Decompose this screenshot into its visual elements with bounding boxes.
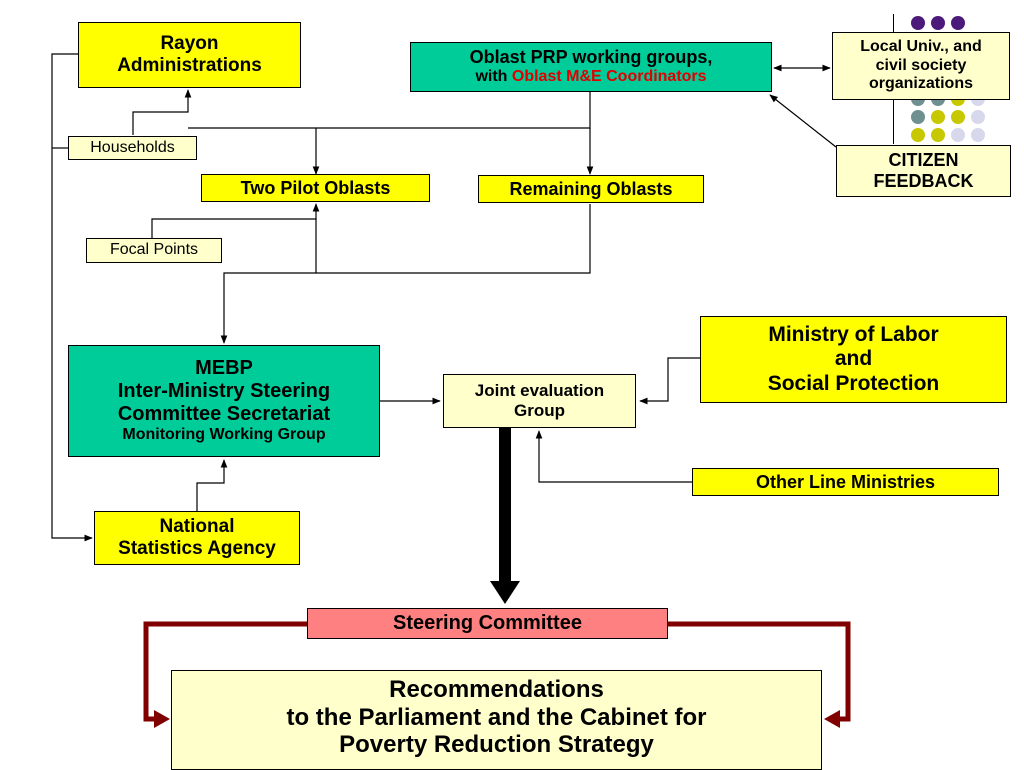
- citizen-feedback-line2: FEEDBACK: [873, 171, 974, 191]
- ministry-labor-line2: and: [834, 347, 873, 371]
- statistics-to-mebp-connector: [196, 459, 228, 511]
- rayon-to-statistics-connector: [51, 53, 93, 542]
- national-stats-line1: National: [159, 516, 235, 538]
- households-to-rayon-connector: [132, 89, 192, 135]
- decorative-dot: [911, 128, 925, 142]
- local-univ-line1: Local Univ., and: [860, 38, 982, 56]
- national-stats-line2: Statistics Agency: [118, 538, 276, 559]
- decorative-dot: [971, 110, 985, 124]
- households-label: Households: [90, 138, 175, 156]
- ministry-labor-line3: Social Protection: [767, 371, 940, 395]
- ministry-labor-line1: Ministry of Labor: [768, 323, 939, 347]
- recommendations-box: Recommendations to the Parliament and th…: [171, 670, 822, 770]
- mebp-line1: MEBP: [195, 357, 253, 380]
- steering-right-loop: [668, 621, 851, 722]
- decorative-dot: [931, 128, 945, 142]
- remaining-label: Remaining Oblasts: [509, 178, 673, 199]
- focal-points-box: Focal Points: [86, 238, 222, 263]
- oblast-prp-line1: Oblast PRP working groups,: [469, 47, 713, 68]
- decorative-dot: [911, 110, 925, 124]
- mebp-line3: Committee Secretariat: [117, 403, 331, 426]
- oblast-prp-with: with: [475, 68, 512, 86]
- oblast-to-rayon-connector: [188, 92, 591, 129]
- national-statistics-box: National Statistics Agency: [94, 511, 300, 565]
- oblast-prp-line2: with Oblast M&E Coordinators: [475, 68, 706, 86]
- focal-points-connector: [151, 203, 320, 238]
- decorative-dot: [951, 16, 965, 30]
- other-line-to-joint-connector: [535, 430, 692, 483]
- citizen-feedback-box: CITIZEN FEEDBACK: [836, 145, 1011, 197]
- households-box: Households: [68, 136, 197, 160]
- other-line-label: Other Line Ministries: [755, 471, 936, 492]
- oblasts-to-mebp-connector: [220, 272, 316, 344]
- focal-points-label: Focal Points: [109, 241, 199, 259]
- local-univ-line3: organizations: [868, 75, 973, 93]
- joint-eval-line2: Group: [514, 401, 565, 420]
- remaining-to-mebp-connector: [315, 204, 591, 274]
- two-pilot-oblasts-box: Two Pilot Oblasts: [201, 174, 430, 202]
- rayon-line1: Rayon: [160, 33, 219, 55]
- mebp-line4: Monitoring Working Group: [122, 426, 326, 444]
- other-line-ministries-box: Other Line Ministries: [692, 468, 999, 496]
- joint-eval-line1: Joint evaluation: [474, 381, 605, 401]
- joint-to-steering-arrow: [490, 427, 520, 604]
- joint-evaluation-box: Joint evaluation Group: [443, 374, 636, 428]
- citizen-feedback-connector: [769, 94, 837, 148]
- decorative-dot: [951, 128, 965, 142]
- recommendations-line1: Recommendations: [389, 676, 604, 703]
- recommendations-line3: Poverty Reduction Strategy: [339, 731, 654, 759]
- rayon-line2: Administrations: [117, 55, 262, 76]
- oblast-me-coordinators: Oblast M&E Coordinators: [511, 68, 707, 86]
- decorative-dot: [971, 128, 985, 142]
- oblast-prp-box: Oblast PRP working groups, with Oblast M…: [410, 42, 772, 92]
- labor-to-joint-connector: [639, 357, 700, 405]
- ministry-labor-box: Ministry of Labor and Social Protection: [700, 316, 1007, 403]
- local-univ-line2: civil society: [875, 56, 967, 74]
- local-univ-box: Local Univ., and civil society organizat…: [832, 32, 1010, 100]
- two-pilot-label: Two Pilot Oblasts: [240, 177, 391, 198]
- steering-left-loop-head: [154, 710, 170, 728]
- steering-label: Steering Committee: [393, 612, 582, 634]
- mebp-line2: Inter-Ministry Steering: [117, 380, 331, 403]
- steering-left-loop: [143, 621, 307, 722]
- rayon-administrations-box: Rayon Administrations: [78, 22, 301, 88]
- steering-right-loop-head: [824, 710, 840, 728]
- mebp-box: MEBP Inter-Ministry Steering Committee S…: [68, 345, 380, 457]
- decorative-dot: [931, 110, 945, 124]
- recommendations-line2: to the Parliament and the Cabinet for: [286, 703, 707, 731]
- citizen-feedback-line1: CITIZEN: [888, 150, 959, 171]
- remaining-oblasts-box: Remaining Oblasts: [478, 175, 704, 203]
- decorative-dot: [931, 16, 945, 30]
- decorative-dot: [911, 16, 925, 30]
- steering-committee-box: Steering Committee: [307, 608, 668, 639]
- decorative-dot: [951, 110, 965, 124]
